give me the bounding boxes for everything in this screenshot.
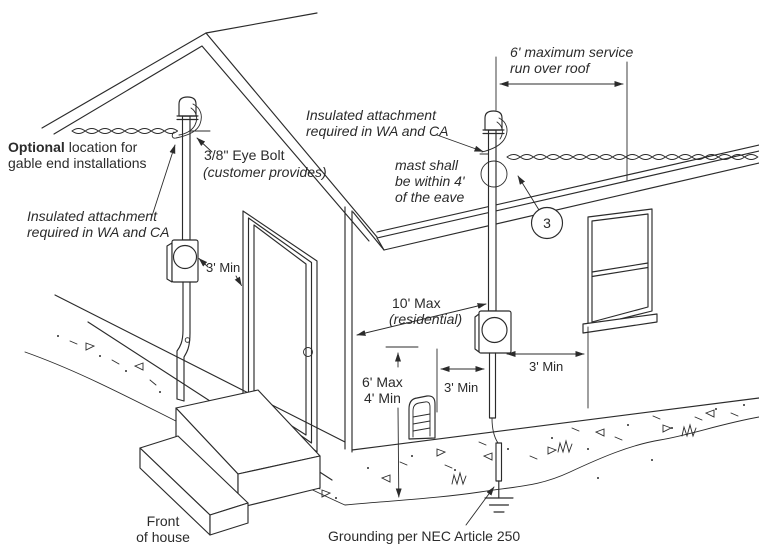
service-wire-right — [506, 154, 759, 160]
label-insulated-left-1: Insulated attachment — [27, 208, 158, 224]
left-meter-dial — [172, 244, 198, 270]
label-front-1: Front — [147, 513, 180, 529]
dim-3min-center — [436, 348, 485, 413]
label-mast-2: be within 4' — [395, 173, 466, 189]
label-eye-bolt-1: 3/8" Eye Bolt — [204, 147, 285, 163]
label-front-2: of house — [136, 529, 190, 545]
dim-6max-4min — [385, 346, 419, 498]
label-insulated-right-2: required in WA and CA — [306, 123, 448, 139]
label-grounding: Grounding per NEC Article 250 — [328, 528, 520, 544]
right-foundation — [344, 397, 759, 506]
eave-fascia — [352, 144, 759, 251]
service-wire-left — [71, 128, 179, 134]
label-10max-1: 10' Max — [392, 295, 441, 311]
grass-tuft — [681, 423, 697, 438]
label-optional-2: gable end installations — [8, 155, 147, 171]
leader-insulated-left — [151, 144, 176, 217]
callout-3: 3 — [517, 175, 564, 240]
right-weatherhead — [484, 110, 503, 131]
label-6max: 6' Max — [362, 374, 403, 390]
steps — [139, 389, 321, 536]
leader-3min-left — [198, 258, 242, 286]
foundation-hatch-right — [367, 404, 745, 486]
right-meter — [474, 310, 512, 354]
left-service-mast — [171, 96, 211, 241]
gable-roof — [41, 12, 378, 242]
ground-symbol — [484, 497, 514, 513]
right-meter-dial — [481, 316, 508, 344]
grass-tuft — [557, 439, 573, 454]
drip-loop — [480, 160, 508, 188]
left-conduit — [176, 281, 191, 402]
leader-eye-bolt — [196, 137, 213, 153]
grass-tuft — [451, 471, 467, 486]
label-3min-left: 3' Min — [206, 260, 240, 275]
dim-10-max — [356, 303, 487, 336]
label-3min-center: 3' Min — [444, 380, 478, 395]
window — [582, 208, 658, 334]
grounding-assembly — [484, 352, 514, 513]
house-corner — [344, 206, 353, 453]
label-service-run-2: run over roof — [510, 60, 591, 76]
right-service-mast — [479, 110, 508, 312]
label-insulated-left-2: required in WA and CA — [27, 224, 169, 240]
left-meter — [166, 239, 199, 283]
dim-service-run — [495, 56, 628, 181]
label-mast-3: of the eave — [395, 189, 464, 205]
label-eye-bolt-2: (customer provides) — [203, 164, 327, 180]
window-sill — [582, 313, 658, 334]
label-mast-1: mast shall — [395, 157, 459, 173]
ground-rod — [495, 442, 503, 482]
leader-insulated-right — [436, 134, 484, 152]
label-insulated-right-1: Insulated attachment — [306, 107, 437, 123]
label-service-run-1: 6' maximum service — [510, 44, 633, 60]
left-weatherhead — [178, 96, 197, 117]
utility-box — [408, 395, 436, 440]
window-rail — [591, 262, 649, 278]
label-10max-2: (residential) — [389, 311, 462, 327]
callout-3-number: 3 — [543, 215, 551, 231]
leader-grounding — [465, 486, 495, 526]
dim-3min-right — [506, 326, 589, 409]
label-4min: 4' Min — [364, 390, 401, 406]
label-3min-right: 3' Min — [529, 359, 563, 374]
door-knob — [303, 347, 313, 357]
